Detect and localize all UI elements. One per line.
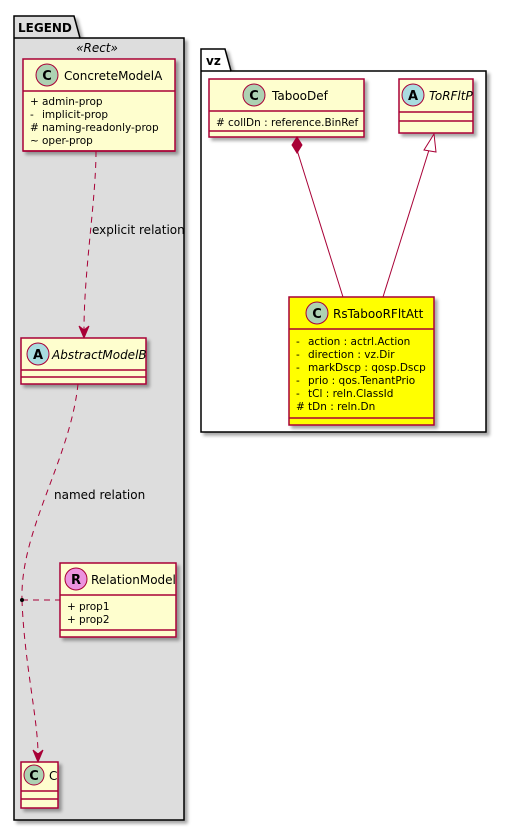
attr-text: implicit-prop	[42, 109, 108, 121]
relation-circle-icon	[64, 567, 88, 591]
class-name: C	[49, 769, 57, 783]
class-name: ConcreteModelA	[64, 69, 163, 83]
class-circle-letter: C	[42, 69, 52, 84]
attr-visibility: ~	[30, 135, 39, 147]
attr-list: + admin-prop - implicit-prop # naming-re…	[30, 96, 159, 147]
class-name: ToRFltP	[429, 89, 473, 103]
class-circle-letter: C	[249, 89, 259, 104]
class-circle-letter: C	[29, 769, 39, 784]
class-torfltp[interactable]: A ToRFltP	[398, 78, 474, 134]
attr-text: action : actrl.Action	[308, 336, 410, 348]
class-name: TabooDef	[271, 89, 329, 103]
attr-text: oper-prop	[42, 135, 93, 147]
attr-visibility: -	[296, 362, 300, 374]
class-name: AbstractModelB	[51, 348, 147, 362]
attr-visibility: -	[30, 109, 34, 121]
attr-text: naming-readonly-prop	[42, 122, 159, 134]
class-name: RsTabooRFltAtt	[333, 307, 424, 321]
attr-text: prop1	[79, 601, 110, 613]
composition-diamond-icon	[291, 136, 303, 154]
attr-text: markDscp : qosp.Dscp	[308, 362, 426, 374]
class-circle-icon	[242, 83, 266, 107]
edge-explicit-relation[interactable]: explicit relation	[78, 150, 185, 340]
class-circle-letter: A	[33, 348, 43, 363]
class-circle-letter: A	[408, 89, 418, 104]
attr-visibility: -	[296, 336, 300, 348]
edge-generalization[interactable]	[382, 132, 437, 298]
class-name: RelationModel	[91, 573, 176, 587]
attr-text: prio : qos.TenantPrio	[308, 375, 415, 387]
edge-composition[interactable]	[291, 136, 344, 298]
attr-text: collDn : reference.BinRef	[228, 117, 359, 129]
class-circle-icon	[305, 301, 329, 325]
class-circle-icon	[35, 63, 59, 87]
attr-visibility: #	[216, 117, 225, 129]
class-relation-model[interactable]: R RelationModel + prop1 + prop2	[59, 562, 177, 638]
attr-visibility: #	[296, 401, 305, 413]
class-rstaboorfltatt[interactable]: C RsTabooRFltAtt - action : actrl.Action…	[288, 296, 435, 426]
edge-named-relation[interactable]: named relation	[20, 383, 145, 764]
attr-text: direction : vz.Dir	[308, 349, 395, 361]
class-concrete-model-a[interactable]: C ConcreteModelA + admin-prop - implicit…	[22, 58, 176, 152]
class-taboodef[interactable]: C TabooDef # collDn : reference.BinRef	[208, 78, 365, 138]
attr-text: tDn : reln.Dn	[308, 401, 375, 413]
class-c[interactable]: C C	[20, 761, 59, 809]
attr-text: tCl : reln.ClassId	[308, 388, 393, 400]
legend-package-title: LEGEND	[18, 21, 72, 35]
attr-visibility: -	[296, 388, 300, 400]
attr-visibility: +	[67, 601, 76, 613]
class-circle-letter: R	[71, 573, 81, 588]
attr-visibility: -	[296, 349, 300, 361]
inheritance-arrow-icon	[423, 132, 437, 153]
class-abstract-model-b[interactable]: A AbstractModelB	[20, 337, 147, 385]
vz-package-title: vz	[206, 54, 221, 68]
edge-label-named: named relation	[54, 488, 145, 502]
attr-visibility: +	[30, 96, 39, 108]
legend-stereotype: «Rect»	[76, 41, 118, 55]
attr-visibility: #	[30, 122, 39, 134]
edge-label-explicit: explicit relation	[92, 223, 185, 237]
abstract-circle-icon	[401, 83, 425, 107]
attr-text: admin-prop	[42, 96, 103, 108]
abstract-circle-icon	[26, 342, 50, 366]
class-circle-letter: C	[312, 307, 322, 322]
class-circle-icon	[23, 764, 45, 786]
attr-visibility: -	[296, 375, 300, 387]
attr-text: prop2	[79, 614, 110, 626]
attr-visibility: +	[67, 614, 76, 626]
